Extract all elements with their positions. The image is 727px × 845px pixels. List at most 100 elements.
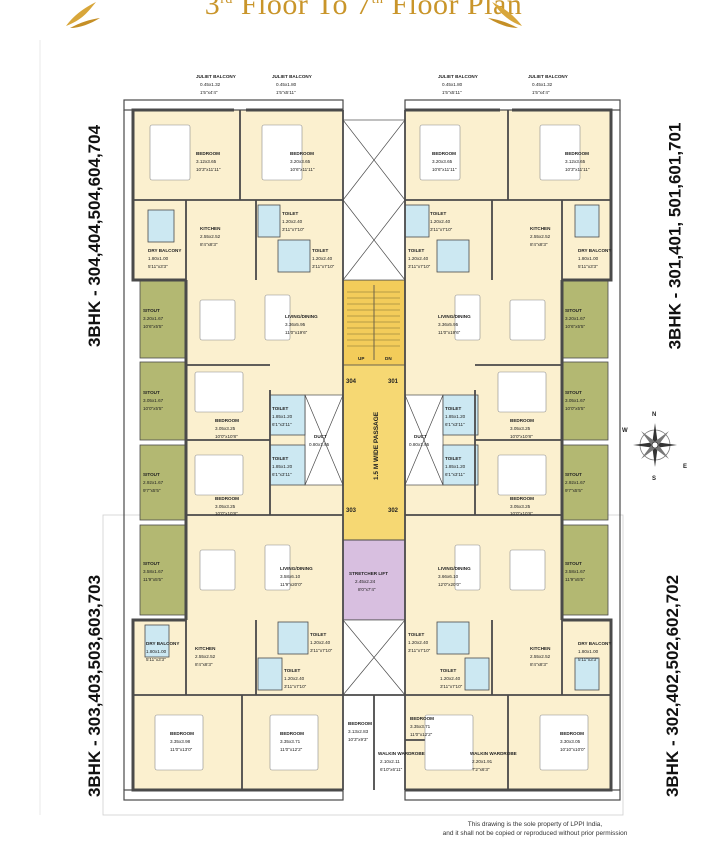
svg-text:10'6"x11'11": 10'6"x11'11": [432, 167, 457, 172]
svg-text:3.20x1.67: 3.20x1.67: [565, 316, 586, 321]
svg-text:11'0"x12'2": 11'0"x12'2": [280, 747, 303, 752]
svg-text:10'3"x9'3": 10'3"x9'3": [348, 737, 368, 742]
svg-text:BEDROOM: BEDROOM: [348, 721, 372, 726]
svg-text:3.36x5.95: 3.36x5.95: [285, 322, 306, 327]
svg-text:BEDROOM: BEDROOM: [565, 151, 589, 156]
svg-text:3.12x3.65: 3.12x3.65: [196, 159, 217, 164]
svg-text:3.05x1.67: 3.05x1.67: [565, 398, 586, 403]
duct-size: 0.80x1.95: [409, 442, 430, 447]
svg-text:8'4"x8'3": 8'4"x8'3": [195, 662, 213, 667]
svg-text:BEDROOM: BEDROOM: [280, 731, 304, 736]
svg-text:7'2"x6'3": 7'2"x6'3": [472, 767, 490, 772]
svg-text:1.20x2.40: 1.20x2.40: [408, 256, 429, 261]
svg-text:SITOUT: SITOUT: [565, 472, 582, 477]
svg-text:3.58x6.10: 3.58x6.10: [280, 574, 301, 579]
svg-text:3.05x3.25: 3.05x3.25: [510, 426, 531, 431]
svg-text:3'11"x7'10": 3'11"x7'10": [312, 264, 335, 269]
furniture: [149, 124, 589, 771]
svg-text:3.05x3.25: 3.05x3.25: [215, 504, 236, 509]
svg-text:11'0"x19'6": 11'0"x19'6": [438, 330, 461, 335]
svg-text:1.20x2.40: 1.20x2.40: [430, 219, 451, 224]
svg-text:5'11"x3'3": 5'11"x3'3": [146, 657, 166, 662]
svg-text:11'0"x13'0": 11'0"x13'0": [170, 747, 193, 752]
svg-text:BEDROOM: BEDROOM: [410, 716, 434, 721]
svg-text:3.05x3.25: 3.05x3.25: [510, 504, 531, 509]
svg-text:1.80x1.00: 1.80x1.00: [578, 649, 599, 654]
svg-text:3.12x3.65: 3.12x3.65: [565, 159, 586, 164]
svg-text:3'11"x7'10": 3'11"x7'10": [440, 684, 463, 689]
svg-text:JULIET BALCONY: JULIET BALCONY: [272, 74, 312, 79]
duct-left: [304, 394, 344, 486]
svg-text:2.55x2.52: 2.55x2.52: [530, 234, 551, 239]
svg-text:12'0"x20'0": 12'0"x20'0": [438, 582, 461, 587]
svg-text:1.20x2.40: 1.20x2.40: [312, 256, 333, 261]
svg-text:TOILET: TOILET: [445, 456, 461, 461]
svg-text:1.20x2.40: 1.20x2.40: [284, 676, 305, 681]
svg-text:11'0"x19'6": 11'0"x19'6": [285, 330, 308, 335]
svg-text:10'10"x10'0": 10'10"x10'0": [560, 747, 586, 752]
svg-text:3.35x3.71: 3.35x3.71: [280, 739, 301, 744]
svg-text:LIVING/DINING: LIVING/DINING: [280, 566, 313, 571]
svg-text:10'6"x5'5": 10'6"x5'5": [565, 324, 585, 329]
svg-text:11'9"x5'5": 11'9"x5'5": [143, 577, 163, 582]
svg-text:10'0"x10'8": 10'0"x10'8": [510, 511, 533, 516]
duct-size: 0.80x1.95: [309, 442, 330, 447]
room-labels-top-right: BEDROOM 3.20x3.65 10'6"x11'11" BEDROOM 3…: [408, 151, 611, 516]
svg-text:10'3"x11'11": 10'3"x11'11": [565, 167, 590, 172]
open-shaft-bottom: [342, 619, 406, 696]
flat-number-301: 301: [388, 379, 399, 385]
svg-text:1.20x2.40: 1.20x2.40: [408, 640, 429, 645]
svg-text:DRY BALCONY: DRY BALCONY: [578, 641, 611, 646]
compass-north: N: [652, 412, 656, 418]
svg-text:3'11"x7'10": 3'11"x7'10": [282, 227, 305, 232]
svg-text:TOILET: TOILET: [312, 248, 328, 253]
svg-text:11'9"x20'0": 11'9"x20'0": [280, 582, 303, 587]
svg-text:1.85x1.20: 1.85x1.20: [445, 464, 466, 469]
svg-text:3.35x3.98: 3.35x3.98: [170, 739, 191, 744]
svg-text:3'11"x7'10": 3'11"x7'10": [310, 648, 333, 653]
svg-text:1.80x1.00: 1.80x1.00: [578, 256, 599, 261]
svg-text:11'9"x5'5": 11'9"x5'5": [565, 577, 585, 582]
svg-text:2.92x1.67: 2.92x1.67: [565, 480, 586, 485]
svg-text:3'11"x7'10": 3'11"x7'10": [408, 648, 431, 653]
walls: [123, 99, 621, 801]
flat-number-302: 302: [388, 508, 399, 514]
svg-text:10'6"x11'11": 10'6"x11'11": [290, 167, 315, 172]
svg-text:TOILET: TOILET: [408, 248, 424, 253]
svg-text:10'0"x5'5": 10'0"x5'5": [565, 406, 585, 411]
svg-text:LIVING/DINING: LIVING/DINING: [285, 314, 318, 319]
svg-text:TOILET: TOILET: [408, 632, 424, 637]
svg-text:0.45x1.32: 0.45x1.32: [200, 82, 221, 87]
stair-down-label: DN: [385, 356, 392, 361]
svg-text:3.20x1.67: 3.20x1.67: [143, 316, 164, 321]
svg-text:SITOUT: SITOUT: [565, 390, 582, 395]
svg-text:1'5"x4'4": 1'5"x4'4": [532, 90, 550, 95]
passage-label: 1.5 M WIDE PASSAGE: [373, 411, 380, 480]
svg-text:10'3"x11'11": 10'3"x11'11": [196, 167, 221, 172]
svg-text:BEDROOM: BEDROOM: [215, 496, 239, 501]
interior-walls: [133, 110, 611, 790]
duct-label: DUCT: [414, 434, 427, 439]
svg-text:1.80x1.00: 1.80x1.00: [148, 256, 169, 261]
svg-text:KITCHEN: KITCHEN: [195, 646, 216, 651]
svg-text:1'5"x5'11": 1'5"x5'11": [276, 90, 296, 95]
svg-text:WALKIN WARDROBE: WALKIN WARDROBE: [470, 751, 517, 756]
svg-text:BEDROOM: BEDROOM: [510, 496, 534, 501]
svg-text:1'5"x5'11": 1'5"x5'11": [442, 90, 462, 95]
stretcher-lift-ft: 8'0"x7'4": [358, 587, 376, 592]
svg-text:SITOUT: SITOUT: [565, 308, 582, 313]
svg-text:6'1"x3'11": 6'1"x3'11": [445, 472, 465, 477]
page-title: 3rd Floor To 7th Floor Plan: [204, 0, 523, 21]
flat-number-304: 304: [346, 379, 357, 385]
svg-text:1.85x1.20: 1.85x1.20: [272, 414, 293, 419]
svg-text:KITCHEN: KITCHEN: [530, 646, 551, 651]
svg-text:6'1"x3'11": 6'1"x3'11": [445, 422, 465, 427]
svg-text:3.05x1.67: 3.05x1.67: [143, 398, 164, 403]
svg-text:BEDROOM: BEDROOM: [196, 151, 220, 156]
svg-text:9'7"x5'5": 9'7"x5'5": [565, 488, 583, 493]
stretcher-lift: [342, 539, 406, 621]
svg-text:KITCHEN: KITCHEN: [530, 226, 551, 231]
svg-text:2.55x2.52: 2.55x2.52: [530, 654, 551, 659]
compass-west: W: [622, 428, 628, 434]
